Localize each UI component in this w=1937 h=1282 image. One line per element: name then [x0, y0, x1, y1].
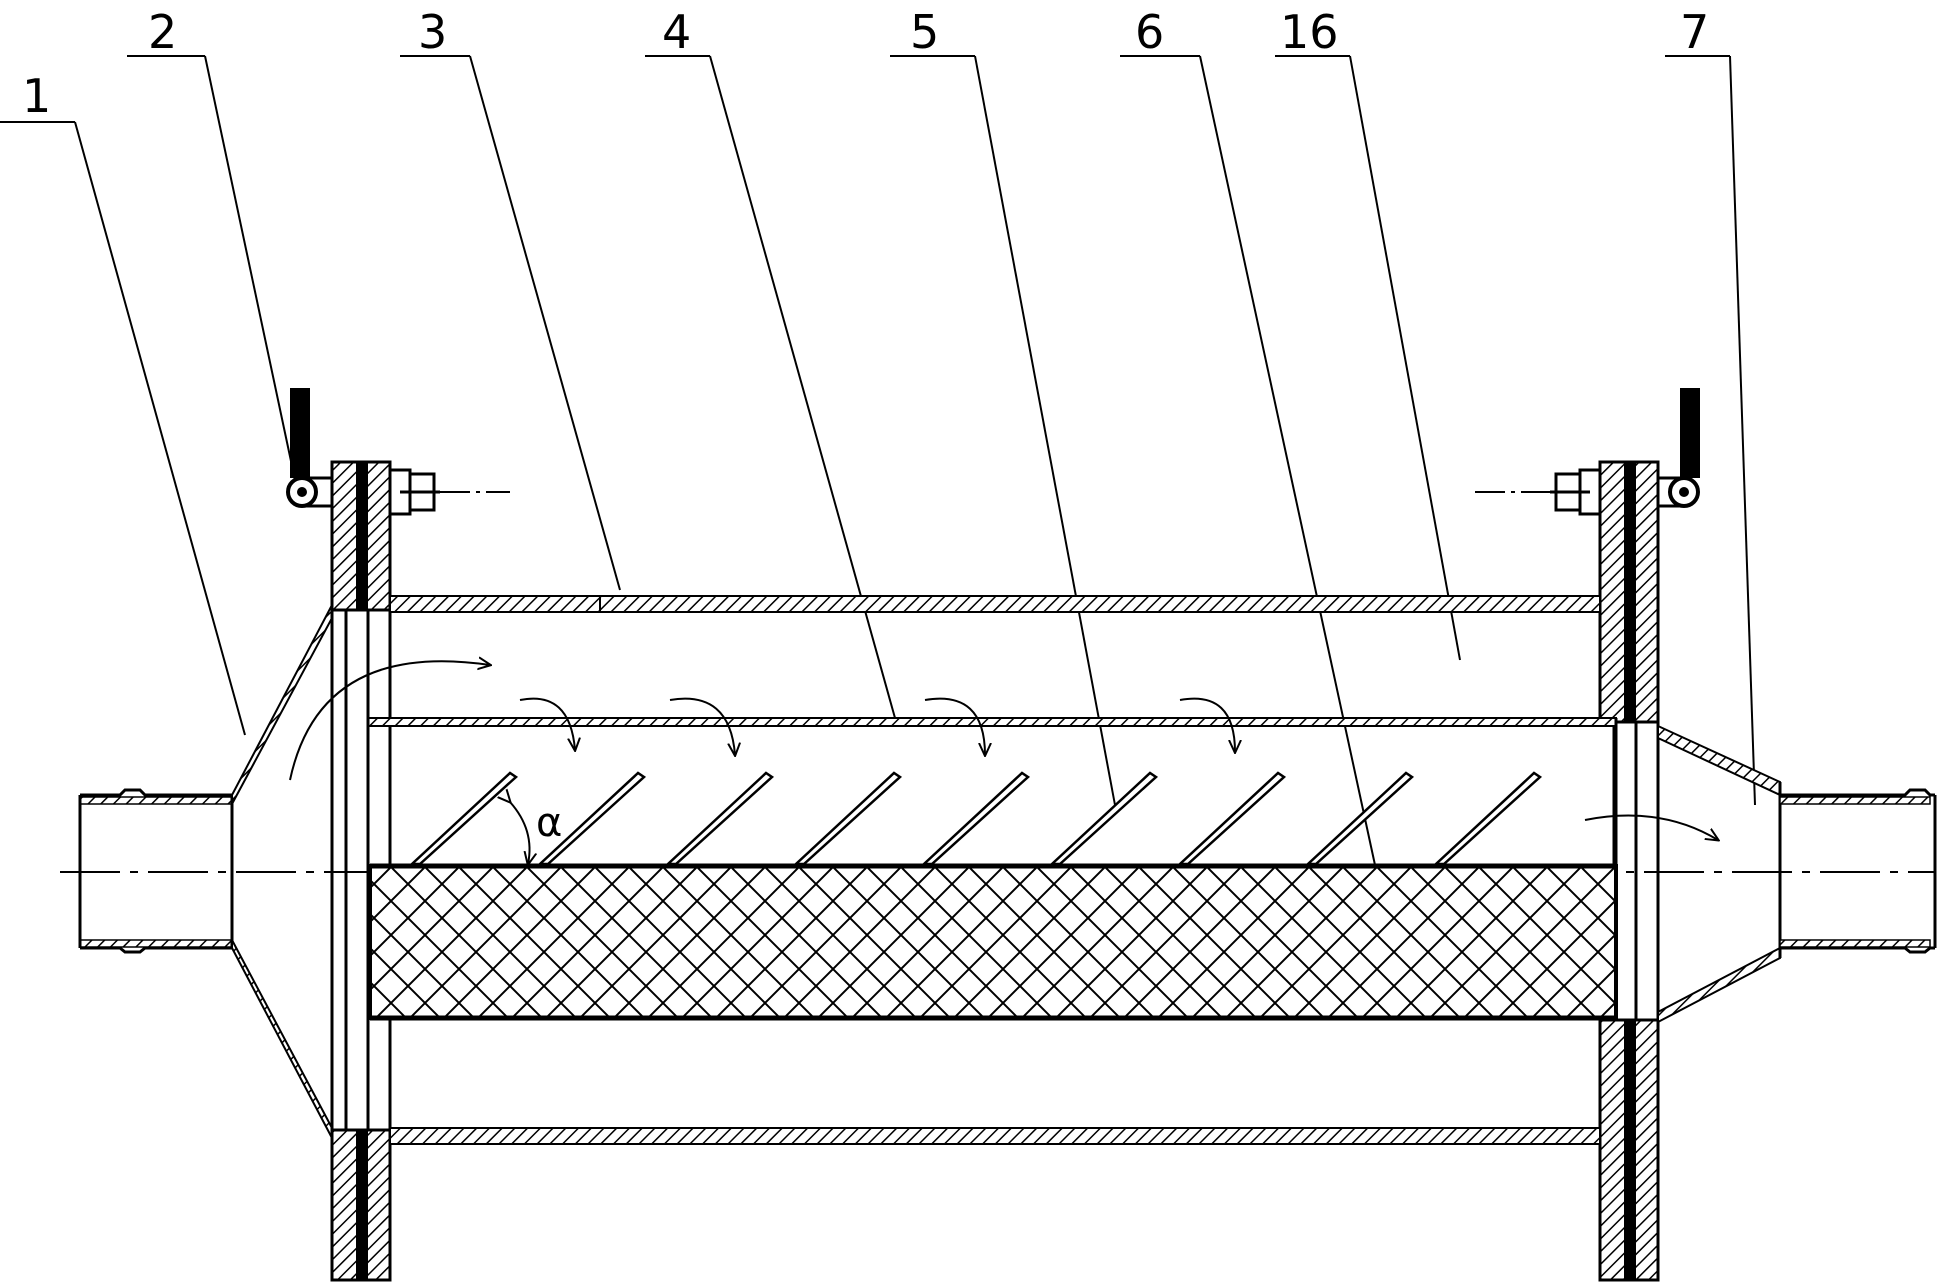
- part-labels: 1 2 3 4 5 6 16 7: [22, 5, 1709, 123]
- left-flange: [330, 460, 392, 1282]
- label-16: 16: [1280, 5, 1339, 59]
- label-1: 1: [22, 69, 51, 123]
- right-clamp: [1475, 388, 1700, 516]
- label-2: 2: [148, 5, 177, 59]
- flow-arrows: [289, 661, 1718, 840]
- inlet-cone: [231, 604, 334, 1139]
- label-7: 7: [1680, 5, 1709, 59]
- angle-indicator: α: [510, 800, 562, 864]
- left-clamp: [286, 388, 510, 516]
- outlet-pipe: [1779, 788, 1937, 954]
- filter-mesh: [368, 863, 1618, 1021]
- outer-housing: [389, 595, 1601, 1145]
- label-5: 5: [910, 5, 939, 59]
- leader-lines: [0, 55, 1756, 866]
- inclined-baffles: [408, 771, 1543, 866]
- label-6: 6: [1135, 5, 1164, 59]
- label-4: 4: [662, 5, 691, 59]
- angle-label: α: [536, 800, 562, 846]
- right-flange: [1598, 460, 1660, 1282]
- outlet-cone: [1657, 724, 1782, 1024]
- inlet-pipe: [78, 788, 234, 954]
- label-3: 3: [418, 5, 447, 59]
